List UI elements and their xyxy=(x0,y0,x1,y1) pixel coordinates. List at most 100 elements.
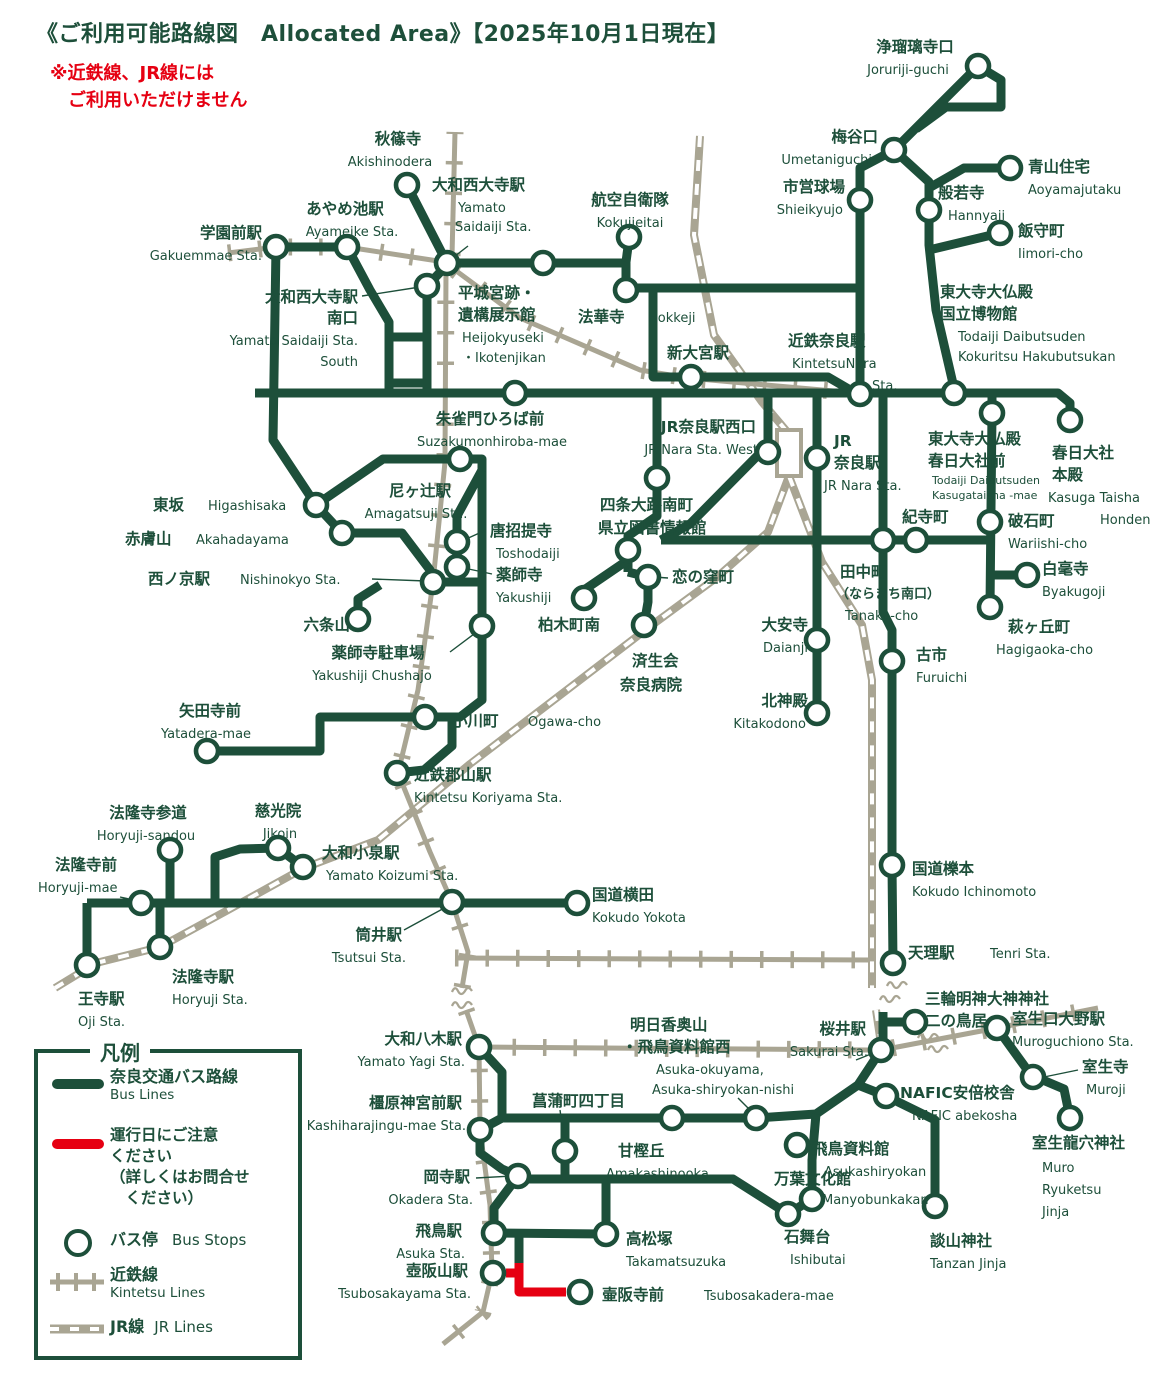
station-label: 壷阪寺前 xyxy=(602,1285,664,1304)
bus-line xyxy=(890,146,959,390)
station-label: Kokudo Yokota xyxy=(592,911,686,926)
station-label: Yamato Koizumi Sta. xyxy=(325,869,458,884)
station-label: 大和八木駅 xyxy=(384,1029,462,1048)
station-label: Jinja xyxy=(1041,1205,1069,1220)
station-label: 法隆寺前 xyxy=(55,855,117,874)
station-label: 大安寺 xyxy=(761,615,808,634)
station-label: 三輪明神大神神社 xyxy=(925,989,1050,1008)
station-label: 天理駅 xyxy=(908,944,955,962)
station-label: 東大寺大仏殿 xyxy=(928,429,1022,448)
station-label: Nishinokyo Sta. xyxy=(240,573,340,588)
station-label: Yamato Yagi Sta. xyxy=(357,1055,466,1070)
legend-kintetsu: 近鉄線 Kintetsu Lines xyxy=(110,1265,205,1303)
station-label: 白毫寺 xyxy=(1042,559,1089,578)
station-label: 柏木町南 xyxy=(538,615,600,634)
station-label: Amakashinooka xyxy=(606,1167,709,1182)
bus-stop xyxy=(643,464,671,492)
kintetsu-line-ticks xyxy=(481,1038,869,1059)
station-label: 赤膚山 xyxy=(125,529,172,548)
kintetsu-line xyxy=(453,267,857,396)
station-label: Suzakumonhiroba-mae xyxy=(417,435,567,450)
line-break-squiggle xyxy=(878,994,901,1004)
bus-stop xyxy=(612,276,640,304)
station-label: Kashiharajingu-mae Sta. xyxy=(307,1119,466,1134)
bus-stop xyxy=(193,737,221,765)
bus-stop xyxy=(289,853,317,881)
line-break-squiggle xyxy=(926,1044,949,1054)
station-label: 壺阪山駅 xyxy=(406,1261,469,1280)
legend-title: 凡例 xyxy=(90,1037,150,1066)
station-label: Higashisaka xyxy=(208,499,286,514)
bus-line xyxy=(268,246,320,508)
station-label: Sakurai Sta. xyxy=(790,1045,868,1060)
bus-stop xyxy=(880,136,908,164)
station-label: Akahadayama xyxy=(196,533,289,548)
station-label: Wariishi-cho xyxy=(1008,537,1087,552)
station-label: 東大寺大仏殿 xyxy=(940,282,1034,301)
station-label: Takamatsuzuka xyxy=(625,1255,726,1270)
station-label: 新大宮駅 xyxy=(667,343,730,362)
bus-stop xyxy=(1056,1104,1084,1132)
station-label: Jikoin xyxy=(262,827,297,842)
station-label: 高松塚 xyxy=(626,1229,673,1248)
legend-kintetsu-en: Kintetsu Lines xyxy=(110,1285,206,1301)
station-label: 春日大社 xyxy=(1051,443,1115,462)
station-label: JR奈良駅西口 xyxy=(660,417,756,436)
station-label: South xyxy=(320,355,358,370)
station-label: Kasuga Taisha xyxy=(1048,491,1140,506)
bus-stop xyxy=(803,444,831,472)
station-label: 六条山 xyxy=(303,615,350,634)
label-pointer xyxy=(371,578,427,582)
station-label: 薬師寺駐車場 xyxy=(330,643,425,662)
bus-stop xyxy=(551,1137,579,1165)
usage-restriction-note: ※近鉄線、JR線には ご利用いただけません xyxy=(50,63,248,111)
bus-stop xyxy=(615,223,643,251)
line-break-squiggle xyxy=(916,1032,939,1042)
station-label: Horyuji-mae xyxy=(38,881,118,896)
bus-stop xyxy=(996,154,1024,182)
bus-line xyxy=(402,182,450,262)
station-label: 石舞台 xyxy=(783,1227,831,1246)
bus-line xyxy=(207,454,487,756)
station-label: 破石町 xyxy=(1008,511,1055,530)
station-label: Todaiji Daibutsuden xyxy=(931,474,1040,487)
station-label: Yamato xyxy=(457,201,506,216)
station-label: 梅谷口 xyxy=(831,127,878,146)
bus-stop xyxy=(443,553,471,581)
bus-line xyxy=(926,163,1010,192)
bus-stop xyxy=(413,272,441,300)
bus-stop xyxy=(328,519,356,547)
station-label: Heijokyuseki xyxy=(462,331,544,346)
station-label: 橿原神宮前駅 xyxy=(369,1093,463,1112)
bus-stop xyxy=(563,889,591,917)
station-label: 飯守町 xyxy=(1017,221,1065,240)
jr-line xyxy=(785,474,876,988)
bus-stop xyxy=(127,889,155,917)
station-label: 甘樫丘 xyxy=(618,1141,665,1160)
station-label: Furuichi xyxy=(916,671,967,686)
station-label: 明日香奥山 xyxy=(630,1015,708,1034)
line-break-squiggle xyxy=(450,1000,473,1010)
bus-stop xyxy=(344,605,372,633)
station-label: Joruriji-guchi xyxy=(866,63,949,78)
station-label: Kitakodono xyxy=(733,717,806,732)
station-label: Tsubosakayama Sta. xyxy=(337,1287,471,1302)
bus-stop xyxy=(869,526,897,554)
bus-stop xyxy=(754,438,782,466)
station-label: Ogawa-cho xyxy=(528,715,601,730)
bus-line xyxy=(855,62,982,393)
station-label: 岡寺駅 xyxy=(423,1167,470,1186)
station-label: 青山住宅 xyxy=(1028,157,1090,176)
station-label: 恋の窪町 xyxy=(672,567,735,586)
bus-stop xyxy=(592,1220,620,1248)
bus-stop xyxy=(978,399,1006,427)
station-label: 法隆寺駅 xyxy=(172,967,235,986)
bus-stop xyxy=(479,1259,507,1287)
bus-stop xyxy=(146,933,174,961)
station-label: Kokujieitai xyxy=(597,216,664,231)
station-label: Gakuemmae Sta. xyxy=(150,249,262,264)
bus-line xyxy=(993,1025,1075,1119)
bus-stop xyxy=(976,593,1004,621)
bus-stop xyxy=(333,233,361,261)
station-label: 西ノ京駅 xyxy=(148,569,211,588)
